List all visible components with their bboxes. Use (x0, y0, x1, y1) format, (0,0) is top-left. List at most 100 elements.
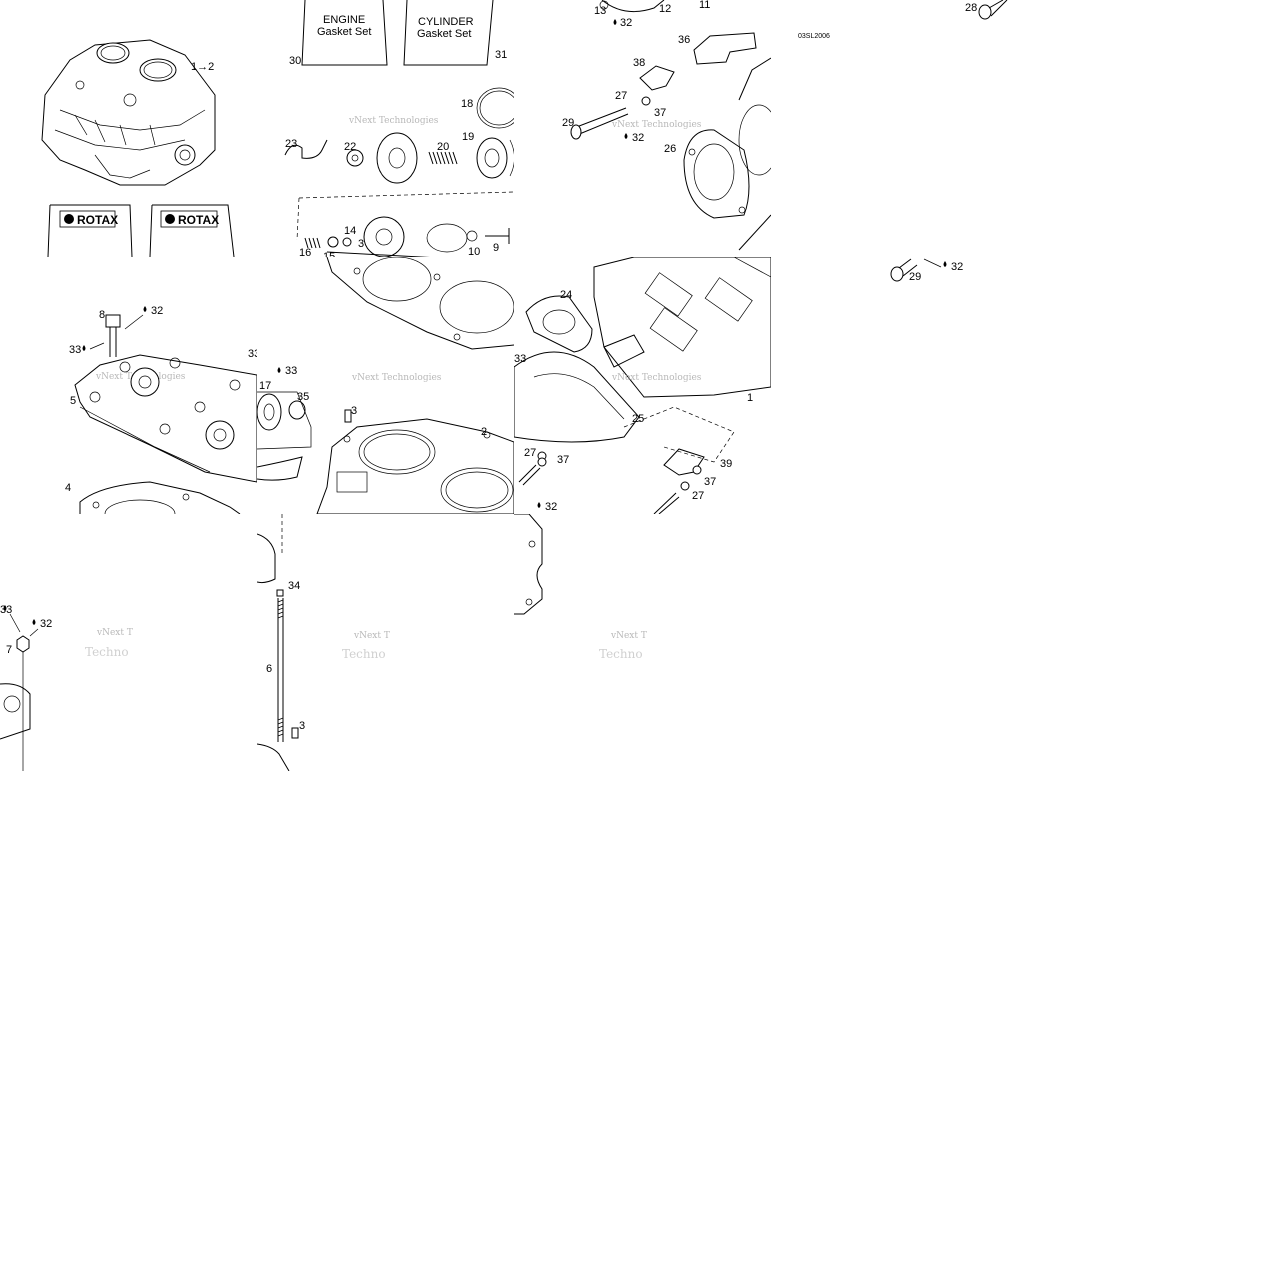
gasket-26 (683, 129, 750, 219)
drop-icon (143, 306, 147, 312)
callout-30: 30 (289, 55, 301, 67)
exhaust-pipe-25 (514, 334, 645, 443)
callout-14: 14 (344, 225, 356, 237)
gasket-24 (525, 295, 593, 353)
watermark-lower-2: Techno (342, 647, 386, 661)
water-pump-housing (296, 191, 514, 257)
engine-gasket-line1: ENGINE (323, 14, 365, 26)
drop-icon (613, 19, 617, 25)
watermark-partial-2: vNext T (353, 631, 390, 641)
callout-33-edge: 33 (248, 348, 257, 360)
cylinder-gasket-set: CYLINDER Gasket Set 31 (403, 0, 507, 66)
watermark-lower-3: Techno (599, 647, 643, 661)
washer-27 (680, 481, 690, 491)
callout-18: 18 (461, 98, 473, 110)
callout-8: 8 (99, 309, 105, 321)
callout-39: 39 (720, 458, 732, 470)
rotax-kit-right: ROTAX (149, 204, 235, 257)
cylinder-drawing: 17 33 35 vNext Technologies 3 2 (257, 257, 514, 514)
watermark-5: vNext Technologies (611, 373, 702, 383)
callout-32f: 32 (40, 618, 52, 630)
water-pipe (257, 456, 303, 481)
engine-gasket-set: ENGINE Gasket Set 30 (289, 0, 388, 67)
callout-26: 26 (664, 143, 676, 155)
callout-38: 38 (633, 57, 645, 69)
rotax-logo-icon (165, 214, 175, 224)
washer-left (518, 451, 547, 486)
callout-23: 23 (285, 138, 297, 150)
drop-icon (943, 261, 947, 267)
cylinder-gasket-line2: Gasket Set (417, 28, 471, 40)
tile-gasket-sets: ENGINE Gasket Set 30 CYLINDER Gasket Set… (257, 0, 514, 257)
callout-2: 2 (481, 426, 487, 438)
callout-32d: 32 (545, 501, 557, 513)
bracket-39 (663, 448, 705, 476)
base-gasket (326, 257, 514, 350)
callout-27b: 27 (692, 490, 704, 502)
callout-27: 27 (615, 90, 627, 102)
callout-32: 32 (620, 17, 632, 29)
screw-28 (978, 0, 1008, 20)
washer-37 (641, 96, 651, 106)
cylinder-gasket-line1: CYLINDER (418, 16, 474, 28)
drop-icon (82, 345, 86, 351)
callout-1: 1 (747, 392, 753, 404)
callout-4: 4 (65, 482, 71, 494)
drop-icon (277, 367, 281, 373)
engine-gasket-line2: Gasket Set (317, 26, 371, 38)
callout-17: 17 (259, 380, 271, 392)
callout-19: 19 (462, 131, 474, 143)
cylinder-side (738, 57, 771, 251)
exhaust-manifold (593, 257, 771, 398)
heat-shield (693, 32, 757, 65)
callout-16: 16 (299, 247, 311, 257)
cylinder-2 (316, 418, 514, 514)
callout-24: 24 (560, 289, 572, 301)
callout-37b: 37 (704, 476, 716, 488)
callout-22: 22 (344, 141, 356, 153)
crankcase-drawing: vNext T Techno (514, 514, 647, 661)
housing-top (599, 0, 665, 13)
callout-20: 20 (437, 141, 449, 153)
tile-cylinder: 17 33 35 vNext Technologies 3 2 (257, 257, 514, 514)
bracket-38 (639, 65, 675, 91)
screw-29 (570, 107, 629, 140)
watermark: vNext Technologies (348, 116, 439, 126)
rotax-kit-left: ROTAX (47, 204, 133, 257)
stud-drawing: 34 6 3 vNext T Techno (257, 514, 390, 771)
callout-35: 35 (297, 391, 309, 403)
callout-36: 36 (678, 34, 690, 46)
drop-icon (624, 133, 628, 139)
callout-11: 11 (699, 0, 710, 11)
exhaust-drawing: 24 33 vNext Technologies 25 1 39 37 27 (514, 257, 771, 514)
tile-engine-block: 1→2 ROTAX ROTAX (0, 0, 257, 257)
callout-25: 25 (632, 413, 644, 425)
drop-icon (537, 502, 541, 508)
callout-28: 28 (965, 2, 977, 14)
crankcase-edge (514, 514, 543, 615)
callout-29b: 29 (909, 271, 921, 283)
screw-drawing: 29 32 (890, 258, 963, 283)
callout-3: 3 (351, 405, 357, 417)
callout-32e: 32 (951, 261, 963, 273)
callout-5: 5 (70, 395, 76, 407)
stud (653, 492, 680, 514)
callout-37c: 37 (557, 454, 569, 466)
callout-37: 37 (654, 107, 666, 119)
tile-ref: 03SL2006 28 (771, 0, 1028, 257)
callout-32c: 32 (151, 305, 163, 317)
head-gasket-4 (79, 481, 241, 514)
callout-3b: 3 (299, 720, 305, 732)
cylinder-edge-top (257, 533, 276, 584)
rotax-label-right: ROTAX (178, 213, 219, 227)
callout-12: 12 (659, 3, 671, 15)
tile-exhaust: 24 33 vNext Technologies 25 1 39 37 27 (514, 257, 771, 514)
callout-33c: 33 (514, 353, 526, 365)
callout-31: 31 (495, 49, 507, 61)
drop-icon (3, 605, 7, 611)
callout-33b: 33 (285, 365, 297, 377)
tile-crankcase: vNext T Techno (514, 514, 771, 771)
bracket-outline (623, 406, 735, 463)
seal-17 (257, 391, 312, 450)
